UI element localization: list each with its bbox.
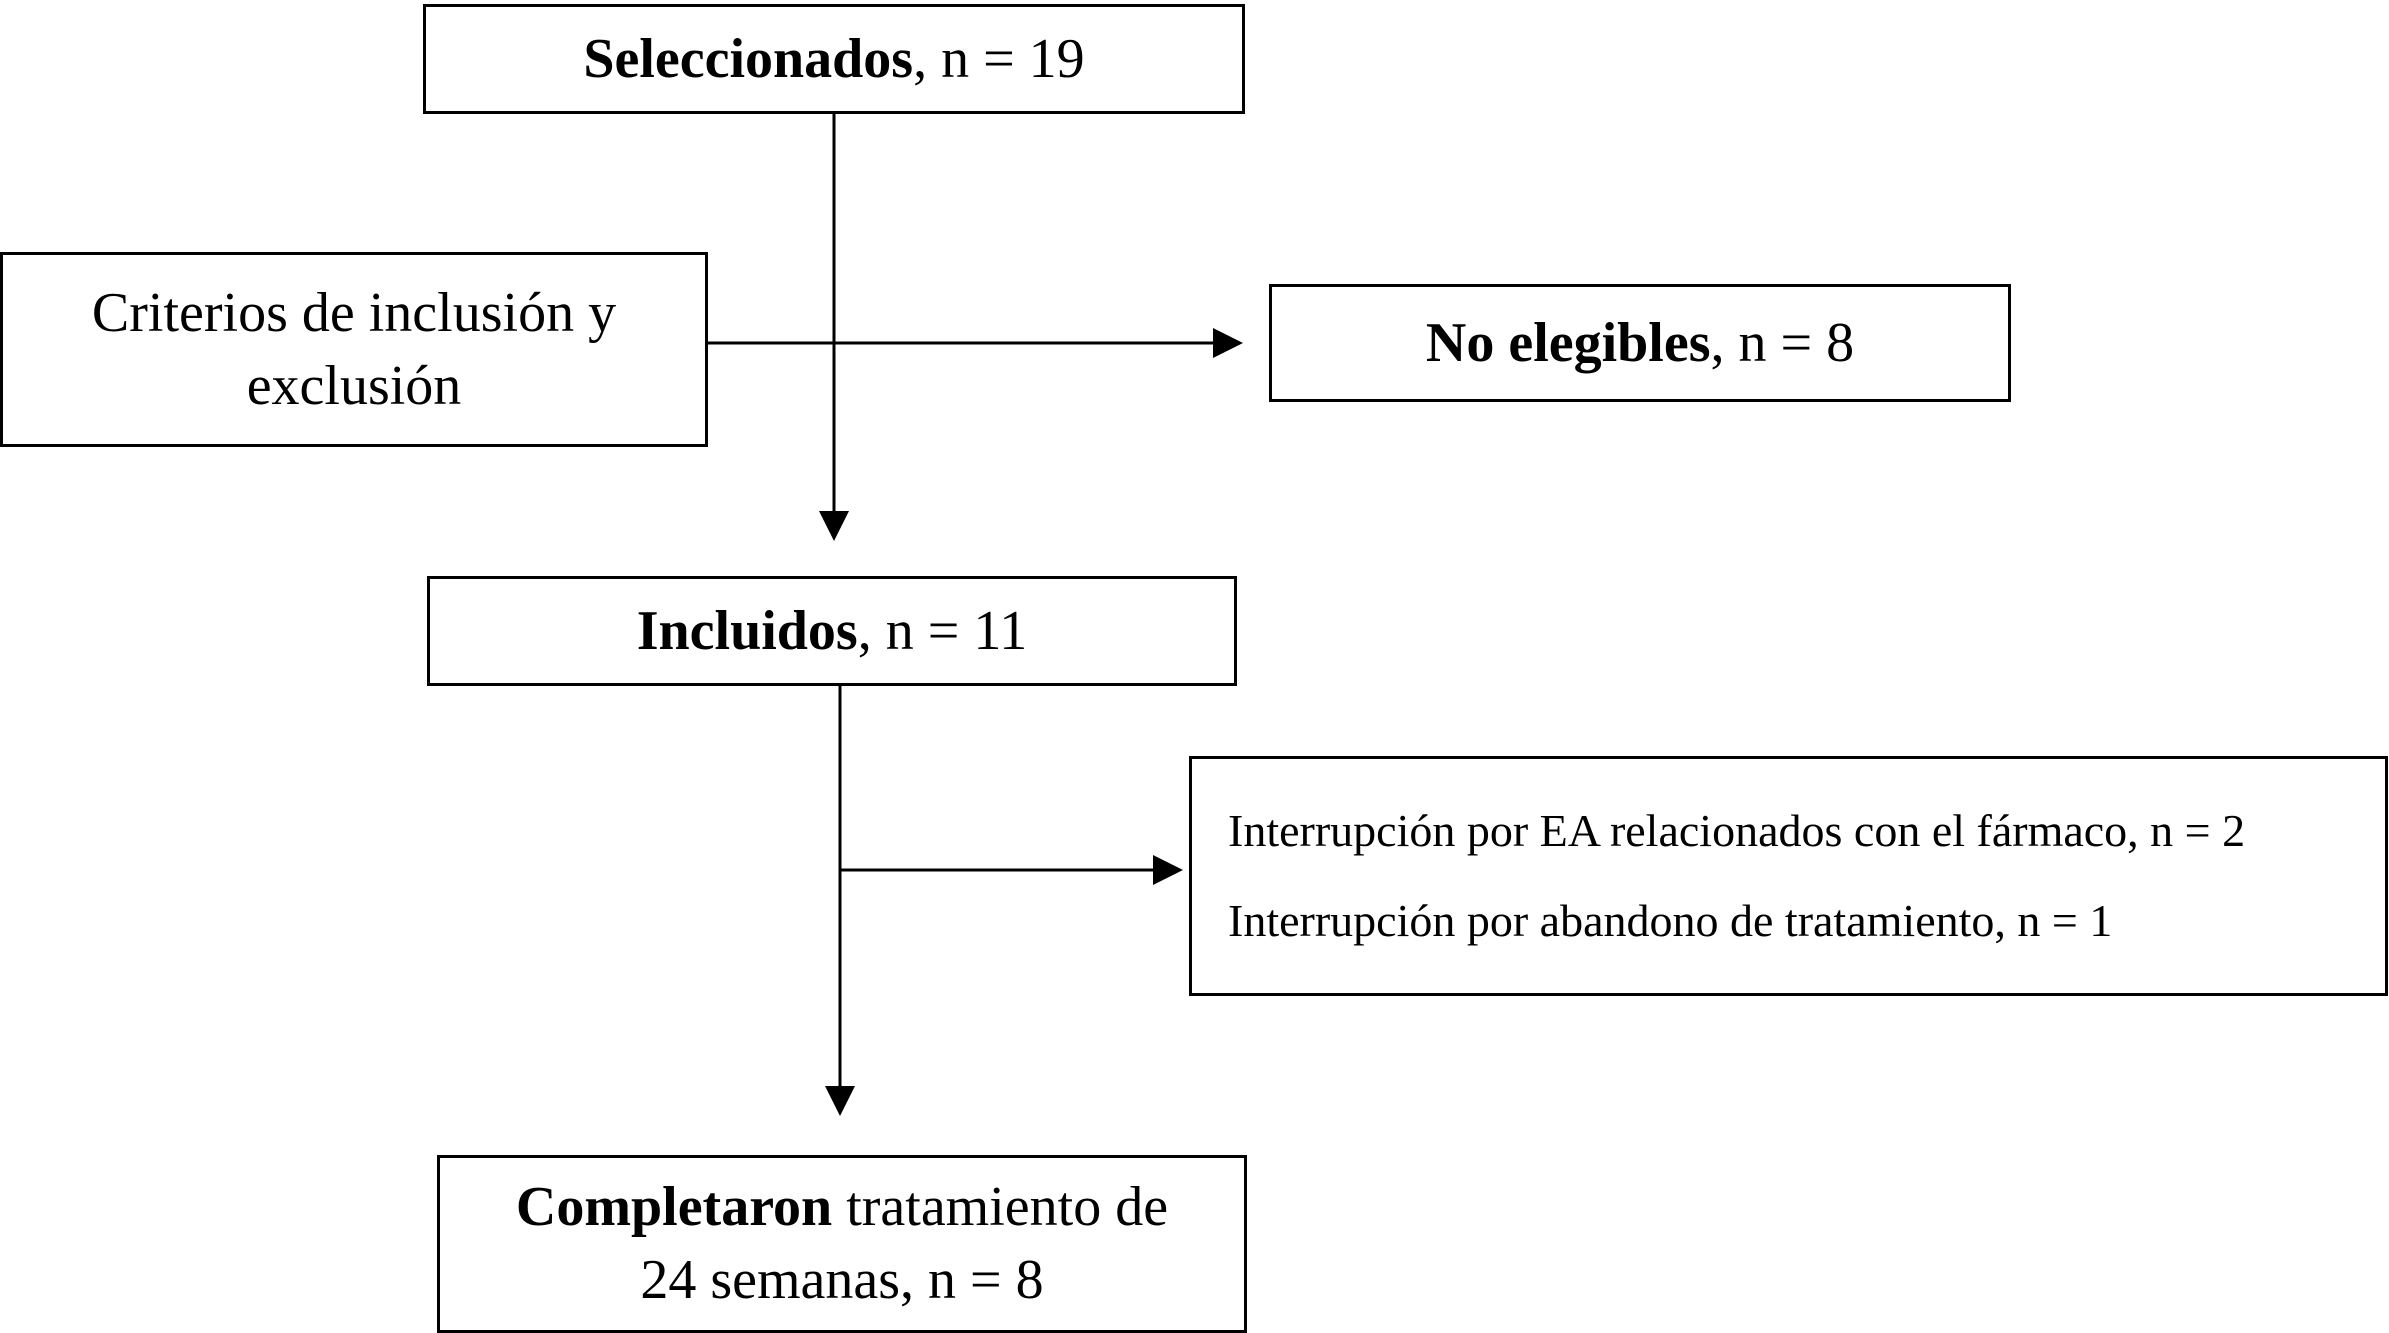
interruptions-box: Interrupción por EA relacionados con el …	[1189, 756, 2388, 996]
completed-line-1: Completaron tratamiento de	[516, 1171, 1168, 1244]
completed-line-1-rest: tratamiento de	[832, 1176, 1169, 1239]
selected-box: Seleccionados, n = 19	[423, 4, 1245, 114]
criteria-box: Criterios de inclusión y exclusión	[0, 252, 708, 447]
included-text: Incluidos, n = 11	[637, 595, 1028, 668]
selected-text: Seleccionados, n = 19	[583, 23, 1084, 96]
interruption-ae: Interrupción por EA relacionados con el …	[1228, 804, 2246, 856]
completed-line-2: 24 semanas, n = 8	[640, 1249, 1044, 1311]
selected-count: , n = 19	[913, 27, 1085, 90]
ineligible-text: No elegibles, n = 8	[1426, 307, 1854, 380]
included-label: Incluidos	[636, 599, 858, 662]
ineligible-box: No elegibles, n = 8	[1269, 284, 2011, 402]
interruption-abandon: Interrupción por abandono de tratamiento…	[1228, 895, 2113, 946]
included-box: Incluidos, n = 11	[427, 576, 1237, 686]
completed-label: Completaron	[515, 1176, 833, 1239]
criteria-line-2: exclusión	[246, 354, 462, 417]
ineligible-label: No elegibles	[1425, 311, 1711, 374]
criteria-line-1: Criterios de inclusión y	[91, 281, 617, 344]
completed-box: Completaron tratamiento de 24 semanas, n…	[437, 1155, 1247, 1333]
ineligible-count: , n = 8	[1710, 311, 1855, 374]
included-count: , n = 11	[857, 599, 1028, 662]
selected-label: Seleccionados	[583, 27, 914, 90]
